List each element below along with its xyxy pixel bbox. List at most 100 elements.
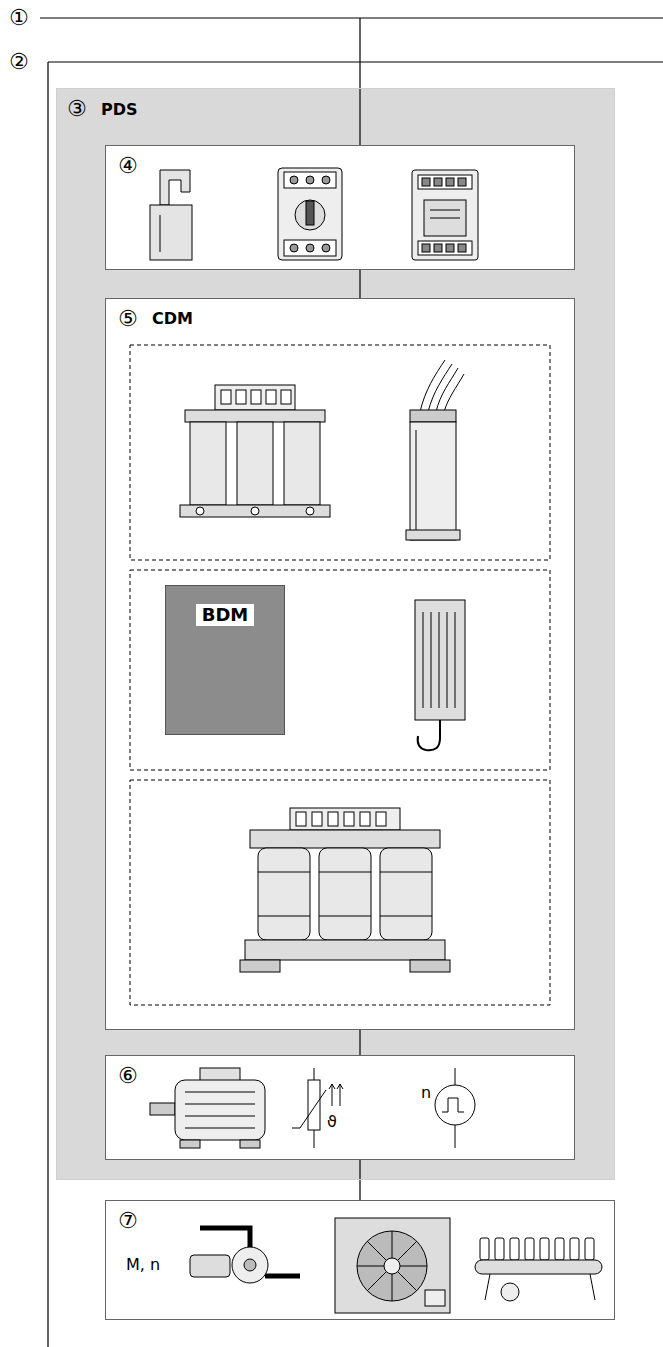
mains-choke: [251, 507, 259, 515]
connector-line: [359, 1030, 360, 1055]
braking-resistor: [431, 612, 432, 708]
transformer: [250, 830, 440, 848]
conveyor: [495, 1238, 504, 1260]
mains-choke: [215, 385, 295, 410]
fan: [357, 1231, 427, 1301]
fan: [367, 1241, 417, 1291]
motor: [175, 1080, 265, 1140]
connector-line: [359, 270, 360, 298]
encoder-symbol: [435, 1085, 475, 1125]
radio-filter: [406, 360, 464, 540]
conveyor: [480, 1238, 489, 1260]
transformer: [312, 812, 322, 826]
conveyor: [555, 1238, 564, 1260]
motor-protective-switch: [290, 176, 298, 184]
motor: [180, 1140, 200, 1148]
motor-protective-switch: [278, 168, 342, 260]
transformer: [319, 848, 371, 940]
radio-filter: [444, 374, 464, 412]
mains-choke: [266, 390, 276, 404]
bus-line: [359, 18, 360, 145]
transformer: [245, 940, 445, 960]
bdm-block: BDM: [165, 585, 285, 735]
radio-filter: [420, 360, 445, 412]
fan: [367, 1241, 417, 1291]
mains-choke: [281, 390, 291, 404]
contactor: [446, 244, 454, 252]
motor-protective-switch: [278, 168, 342, 260]
dashed-group: [130, 345, 550, 1005]
thermistor-symbol: [308, 1080, 320, 1130]
radio-filter: [428, 364, 452, 412]
conveyor: [510, 1238, 519, 1260]
motor-protective-switch: [306, 176, 314, 184]
braking-resistor: [415, 600, 465, 750]
busbar-adapter: [160, 215, 161, 252]
thermistor-symbol: [340, 1084, 341, 1106]
fan: [335, 1218, 450, 1313]
box-fill: [105, 1055, 575, 1160]
pump: [190, 1228, 300, 1283]
braking-resistor: [423, 612, 424, 708]
group-heading: PDS: [101, 101, 138, 119]
busbar-adapter: [150, 170, 192, 260]
callout-number: ②: [9, 50, 29, 74]
load-box: ⑦M, n: [105, 1200, 615, 1320]
conveyor: [475, 1238, 602, 1301]
connector-line: [359, 1160, 360, 1200]
pump: [190, 1255, 230, 1277]
pump: [232, 1247, 268, 1283]
mains-choke: [180, 505, 330, 517]
fan: [335, 1218, 450, 1313]
transformer: [258, 872, 310, 873]
transformer: [380, 848, 432, 940]
contactor: [424, 200, 466, 236]
contactor: [418, 175, 472, 189]
box-fill: [105, 298, 575, 1030]
motor-protective-switch: [306, 244, 314, 252]
motor-protective-switch: [284, 240, 336, 256]
contactor: [434, 244, 442, 252]
callout-number: ⑤: [118, 307, 138, 331]
motor-protective-switch: [322, 176, 330, 184]
motor: [185, 1104, 255, 1105]
conveyor: [525, 1238, 534, 1260]
dashed-group: [130, 570, 550, 770]
contactor: [458, 244, 466, 252]
transformer: [258, 848, 310, 940]
conveyor: [590, 1274, 595, 1300]
transformer: [328, 812, 338, 826]
braking-resistor: [418, 720, 440, 750]
symbol-label: ϑ: [327, 1113, 337, 1131]
busbar-adapter: [160, 170, 190, 205]
quantity-label: M, n: [126, 1256, 160, 1274]
mains-choke: [221, 390, 231, 404]
pump: [200, 1228, 250, 1250]
contactor: [422, 244, 430, 252]
braking-resistor: [439, 612, 440, 708]
mains-choke: [180, 385, 330, 517]
motor: [150, 1068, 265, 1148]
radio-filter: [410, 422, 456, 540]
bus-line: [40, 17, 663, 18]
motor: [150, 1103, 175, 1115]
transformer: [296, 812, 306, 826]
bus-line: [47, 62, 48, 1347]
motor-box: ⑥ϑn: [105, 1055, 575, 1160]
callout-number: ⑥: [118, 1064, 138, 1088]
transformer: [240, 808, 450, 972]
thermistor-symbol: [292, 1090, 326, 1128]
encoder-symbol: [442, 1098, 464, 1112]
thermistor-symbol: [314, 1068, 315, 1080]
conveyor: [570, 1238, 579, 1260]
mains-choke: [284, 422, 320, 505]
motor: [185, 1116, 255, 1117]
contactor: [434, 178, 442, 186]
thermistor-symbol: [337, 1084, 343, 1089]
contactor: [430, 210, 460, 211]
conveyor: [501, 1283, 519, 1301]
dashed-group: [130, 780, 550, 1005]
contactor: [458, 178, 466, 186]
